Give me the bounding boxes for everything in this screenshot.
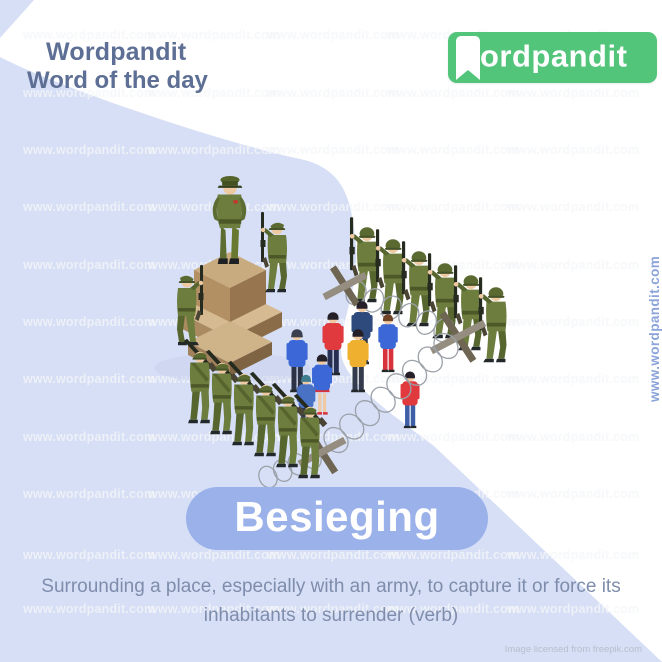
barbed-wire-coil <box>417 346 443 373</box>
soldier-figure <box>183 338 218 424</box>
word-pill: Besieging <box>186 487 488 550</box>
statue-guards <box>177 212 287 346</box>
statue-officer <box>212 175 247 264</box>
civilian-figure <box>347 329 369 393</box>
logo-text: ordpandit <box>480 38 628 74</box>
soldier-figure <box>293 393 328 479</box>
definition-line-1: Surrounding a place, especially with an … <box>41 576 621 597</box>
barbed-wire-coil <box>339 413 365 440</box>
barbed-wire-coil <box>401 359 428 386</box>
soldier-figure <box>177 265 204 346</box>
brand-subtitle: Word of the day <box>27 67 208 94</box>
credit-text: Image licensed from freepik.com <box>504 644 642 655</box>
barbed-wire-coil <box>370 386 396 413</box>
wordpandit-logo: ordpandit <box>448 32 657 83</box>
barbed-wire-right <box>323 332 459 454</box>
vertical-watermark: www.wordpandit.com <box>647 255 662 402</box>
soldier-figure <box>401 241 430 327</box>
tank-trap-cross <box>322 265 368 307</box>
barbed-wire-coil <box>386 373 412 400</box>
civilian-figure <box>312 354 333 415</box>
civilian-figure <box>286 329 308 393</box>
soldier-figure <box>271 382 306 468</box>
brand-title: Wordpandit <box>46 38 187 66</box>
soldier-figure <box>375 229 404 315</box>
civilian-figure <box>322 312 344 376</box>
soldier-figure <box>227 360 262 446</box>
civilian-figure <box>400 371 420 429</box>
soldier-figure <box>260 212 287 293</box>
civilian-group <box>286 301 420 431</box>
barbed-wire-coil <box>433 332 459 360</box>
corner-triangle <box>0 0 34 38</box>
soldier-line-right <box>349 217 507 363</box>
soldier-line-front <box>183 338 328 479</box>
barbed-wire-coil <box>354 400 381 427</box>
soldier-figure <box>453 265 482 351</box>
word-title: Besieging <box>234 492 440 540</box>
bookmark-icon <box>456 36 480 80</box>
soldier-figure <box>205 349 240 435</box>
tank-trap-cross <box>429 311 487 363</box>
tank-traps-back <box>322 265 487 363</box>
soldier-figure <box>249 371 284 457</box>
definition-text: Surrounding a place, especially with an … <box>0 572 662 630</box>
civilian-figure <box>378 314 398 373</box>
soldier-figure <box>478 277 507 363</box>
definition-line-2: inhabitants to surrender (verb) <box>203 605 459 626</box>
